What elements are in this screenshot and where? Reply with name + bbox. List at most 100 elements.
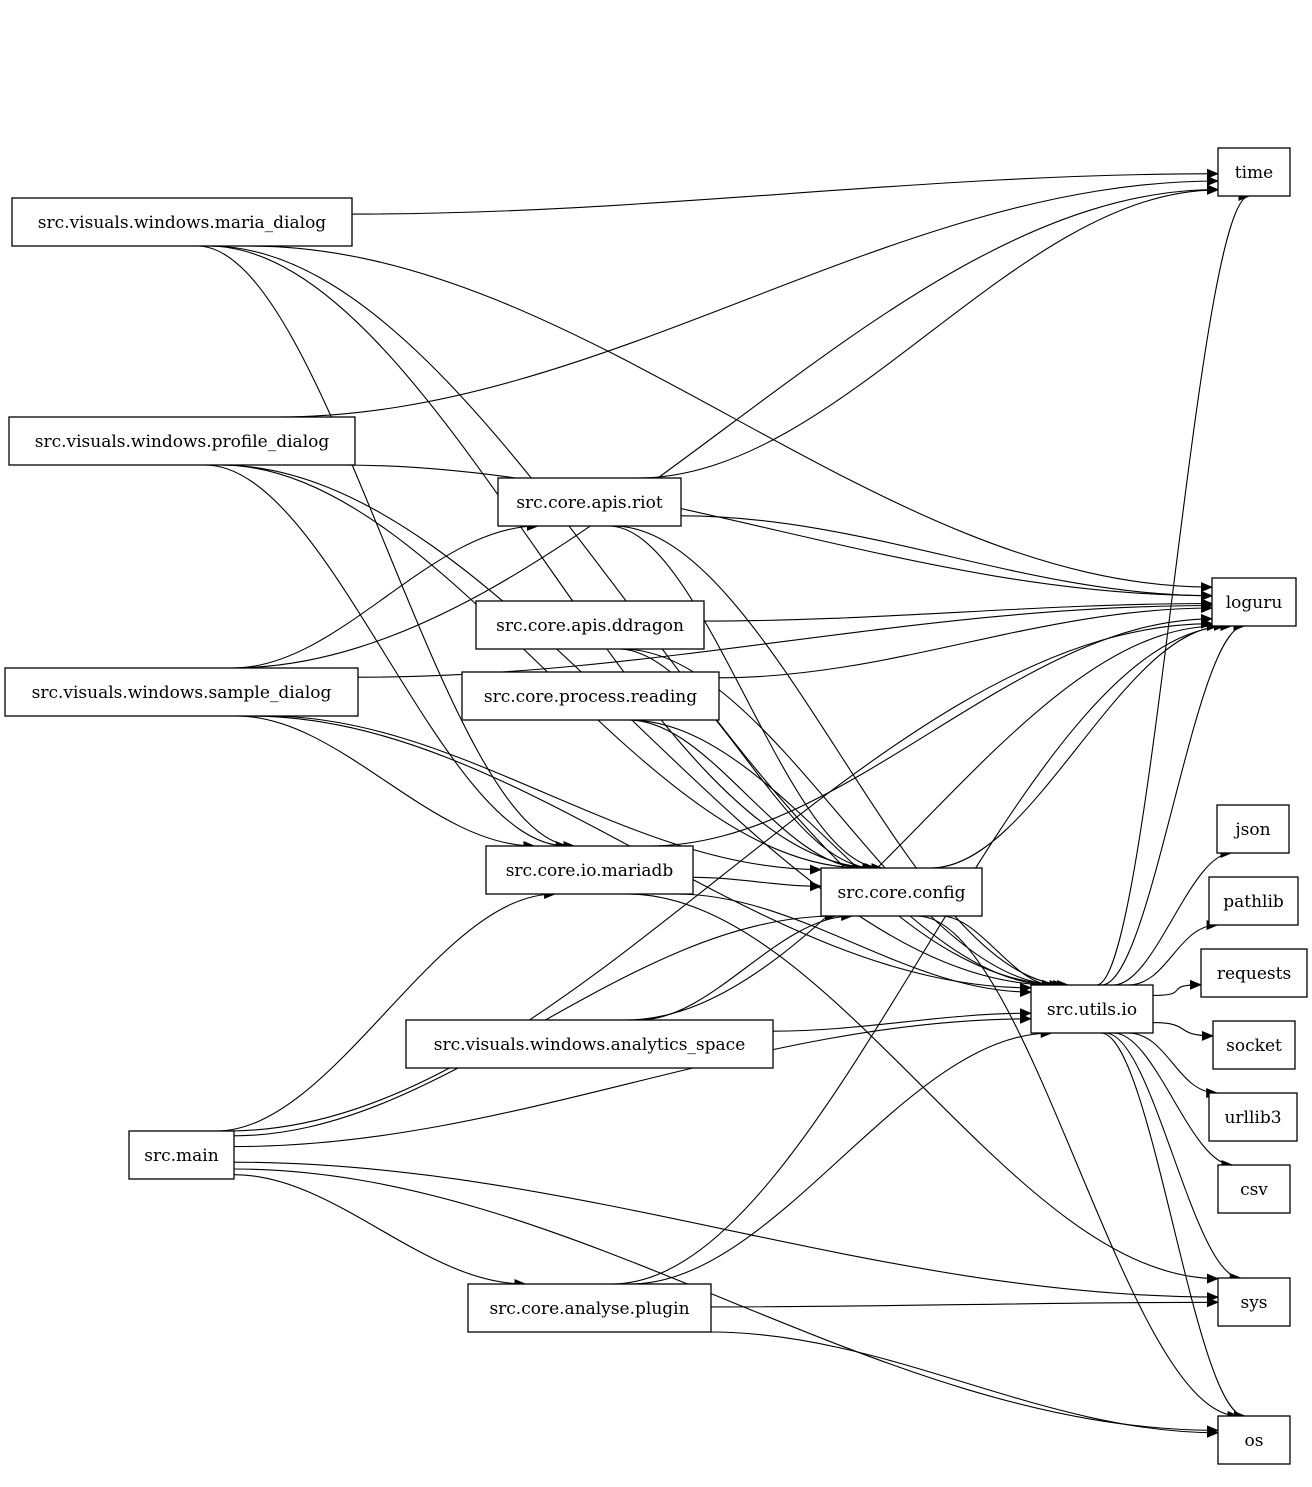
node-time: time xyxy=(1217,147,1291,197)
node-plugin: src.core.analyse.plugin xyxy=(467,1283,712,1333)
node-label: sys xyxy=(1240,1293,1267,1313)
edge-maria-to-config xyxy=(207,245,877,873)
node-box xyxy=(475,600,705,650)
node-label: socket xyxy=(1226,1036,1282,1056)
edge-profile-to-mariadb xyxy=(204,464,568,851)
node-box xyxy=(1208,876,1299,926)
edge-utilsio-to-loguru xyxy=(1101,621,1246,986)
node-box xyxy=(405,1019,774,1069)
edge-mariadb-to-config xyxy=(692,876,822,892)
edge-riot-to-loguru xyxy=(680,515,1213,601)
node-mariadb: src.core.io.mariadb xyxy=(485,845,694,895)
edge-analytics-to-utilsio xyxy=(772,1008,1032,1032)
edge-reading-to-utilsio xyxy=(628,719,1055,990)
edge-sample-to-riot xyxy=(232,521,539,669)
edge-utilsio-to-json xyxy=(1113,848,1233,986)
edge-ddragon-to-utilsio xyxy=(621,648,1062,990)
edge-main-to-os xyxy=(233,1168,1219,1436)
node-os: os xyxy=(1217,1415,1291,1465)
edge-main-to-loguru xyxy=(227,618,1213,1132)
edge-analytics-to-config xyxy=(638,911,854,1021)
node-box xyxy=(485,845,694,895)
node-riot: src.core.apis.riot xyxy=(497,477,682,527)
edge-reading-to-config xyxy=(628,719,865,873)
node-box xyxy=(1217,1415,1291,1465)
edge-config-to-utilsio xyxy=(940,915,1054,990)
edge-ddragon-to-loguru xyxy=(703,598,1213,622)
node-reading: src.core.process.reading xyxy=(461,671,720,721)
node-label: src.main xyxy=(144,1146,218,1166)
edge-utilsio-to-time xyxy=(1096,191,1251,986)
node-label: src.utils.io xyxy=(1047,1000,1137,1020)
node-box xyxy=(820,867,983,917)
edge-main-to-sys xyxy=(233,1161,1219,1303)
node-label: json xyxy=(1233,820,1270,840)
node-label: src.visuals.windows.sample_dialog xyxy=(32,683,332,703)
node-urllib3: urllib3 xyxy=(1208,1092,1298,1142)
node-box xyxy=(1217,1277,1291,1327)
edge-utilsio-to-pathlib xyxy=(1127,920,1219,986)
node-label: src.core.config xyxy=(837,883,965,903)
node-label: src.visuals.windows.maria_dialog xyxy=(38,213,327,233)
node-requests: requests xyxy=(1200,948,1308,998)
node-label: urllib3 xyxy=(1224,1108,1281,1128)
node-label: csv xyxy=(1240,1180,1268,1200)
node-box xyxy=(1217,147,1291,197)
edge-maria-to-loguru xyxy=(249,245,1213,593)
node-maria: src.visuals.windows.maria_dialog xyxy=(11,197,353,247)
node-profile: src.visuals.windows.profile_dialog xyxy=(8,416,356,466)
edge-main-to-plugin xyxy=(233,1174,527,1289)
node-loguru: loguru xyxy=(1211,577,1297,627)
node-label: src.core.apis.riot xyxy=(516,493,663,513)
edge-plugin-to-sys xyxy=(710,1297,1219,1308)
edge-riot-to-time xyxy=(637,184,1219,479)
node-analytics: src.visuals.windows.analytics_space xyxy=(405,1019,774,1069)
edge-utilsio-to-urllib3 xyxy=(1127,1032,1219,1098)
node-label: src.core.analyse.plugin xyxy=(489,1299,689,1319)
node-utilsio: src.utils.io xyxy=(1030,984,1154,1034)
node-main: src.main xyxy=(128,1130,235,1180)
node-box xyxy=(1217,1164,1291,1214)
edge-sample-to-time xyxy=(230,184,1219,669)
node-label: time xyxy=(1235,163,1273,183)
edge-main-to-utilsio xyxy=(233,1013,1032,1148)
edge-ddragon-to-config xyxy=(617,648,875,873)
edge-mariadb-to-loguru xyxy=(648,613,1213,847)
edge-config-to-os xyxy=(916,915,1240,1421)
node-label: src.visuals.windows.analytics_space xyxy=(434,1035,746,1055)
node-label: src.visuals.windows.profile_dialog xyxy=(35,432,330,452)
node-label: src.core.apis.ddragon xyxy=(496,616,684,636)
node-box xyxy=(1212,1020,1296,1070)
node-socket: socket xyxy=(1212,1020,1296,1070)
node-label: os xyxy=(1245,1431,1264,1451)
edge-utilsio-to-csv xyxy=(1113,1032,1234,1170)
node-label: src.core.process.reading xyxy=(484,687,697,707)
node-layer: src.visuals.windows.maria_dialog src.visu… xyxy=(4,147,1308,1465)
node-box xyxy=(128,1130,235,1180)
edge-maria-to-mariadb xyxy=(197,245,576,851)
node-box xyxy=(11,197,353,247)
edge-config-to-loguru xyxy=(930,621,1226,869)
node-label: loguru xyxy=(1226,593,1283,613)
node-box xyxy=(467,1283,712,1333)
edge-plugin-to-loguru xyxy=(612,621,1233,1285)
edge-plugin-to-os xyxy=(710,1331,1219,1438)
node-box xyxy=(8,416,356,466)
node-config: src.core.config xyxy=(820,867,983,917)
edge-plugin-to-utilsio xyxy=(629,1028,1053,1285)
node-box xyxy=(4,667,359,717)
node-label: pathlib xyxy=(1223,892,1284,912)
node-csv: csv xyxy=(1217,1164,1291,1214)
node-box xyxy=(461,671,720,721)
node-sys: sys xyxy=(1217,1277,1291,1327)
edge-utilsio-to-sys xyxy=(1105,1032,1242,1283)
node-label: src.core.io.mariadb xyxy=(506,861,674,881)
edge-profile-to-time xyxy=(277,176,1219,418)
edge-mariadb-to-utilsio xyxy=(676,893,1032,998)
node-box xyxy=(497,477,682,527)
edge-utilsio-to-os xyxy=(1100,1032,1246,1421)
node-box xyxy=(1211,577,1297,627)
edge-riot-to-utilsio xyxy=(613,525,1070,990)
edge-layer xyxy=(197,168,1251,1438)
